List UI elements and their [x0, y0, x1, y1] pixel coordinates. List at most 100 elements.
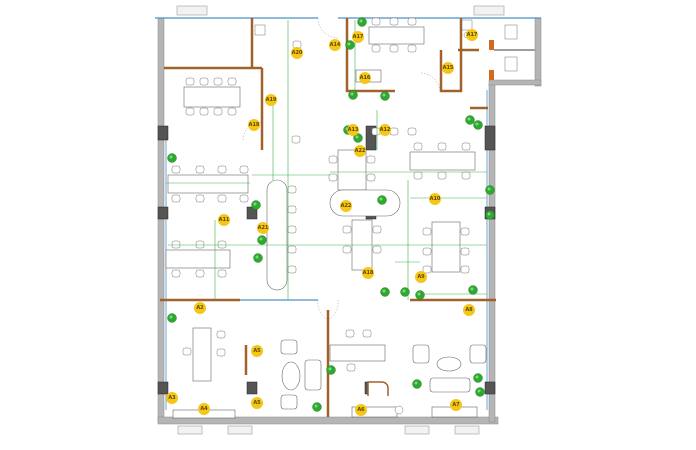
tag-marker — [291, 47, 303, 59]
tag-label: A10 — [430, 196, 441, 202]
plant-icon — [326, 365, 336, 375]
tag-marker — [265, 94, 277, 106]
plant-icon — [475, 387, 485, 397]
chair — [461, 171, 471, 180]
plant-icon — [465, 115, 475, 125]
lounge-bench — [266, 179, 288, 291]
room-tag: A17 — [352, 31, 364, 43]
furniture — [165, 26, 487, 419]
chair — [217, 194, 227, 203]
tag-label: A3 — [168, 395, 176, 401]
room-tag: A5 — [251, 345, 263, 357]
chair — [389, 44, 399, 53]
chair — [461, 142, 471, 151]
chair — [182, 347, 192, 356]
room-tag: A22 — [340, 200, 352, 212]
room-tag: A16 — [359, 72, 371, 84]
meeting-table-west — [183, 86, 241, 108]
plant-icon — [253, 253, 263, 263]
tag-marker — [359, 72, 371, 84]
chair — [195, 194, 205, 203]
plant-icon — [353, 133, 363, 143]
room-tag: A9 — [415, 271, 427, 283]
room-tag: A22 — [354, 145, 366, 157]
room-tag: A15 — [442, 62, 454, 74]
chair — [287, 245, 297, 254]
west-wall — [157, 17, 165, 423]
tag-marker — [257, 222, 269, 234]
chair — [287, 205, 297, 214]
tag-marker — [218, 214, 230, 226]
chair — [413, 142, 423, 151]
coffee-table-2 — [436, 356, 462, 372]
room-tag: A17 — [466, 29, 478, 41]
chair — [195, 269, 205, 278]
workstation-2 — [165, 249, 231, 269]
chair — [422, 247, 432, 256]
chair — [195, 165, 205, 174]
workstation-6 — [431, 221, 461, 273]
tag-marker — [329, 39, 341, 51]
tag-marker — [194, 302, 206, 314]
plant-icon — [167, 313, 177, 323]
tag-label: A20 — [292, 50, 303, 56]
tag-label: A22 — [355, 148, 366, 154]
tag-marker — [347, 124, 359, 136]
chair — [460, 227, 470, 236]
chair — [216, 330, 226, 339]
room-tag: A19 — [265, 94, 277, 106]
chair — [171, 240, 181, 249]
room-tag: A21 — [257, 222, 269, 234]
chair — [372, 245, 382, 254]
room-tag: A20 — [291, 47, 303, 59]
plant-icon — [167, 153, 177, 163]
chair — [185, 107, 195, 116]
tag-marker — [248, 119, 260, 131]
chair — [413, 171, 423, 180]
chair — [346, 363, 356, 372]
tag-marker — [463, 304, 475, 316]
tag-marker — [166, 392, 178, 404]
chair — [171, 194, 181, 203]
chair — [292, 40, 302, 49]
tag-marker — [355, 404, 367, 416]
chair — [437, 171, 447, 180]
chair — [407, 17, 417, 26]
tag-label: A18 — [363, 270, 374, 276]
chairs — [171, 17, 471, 372]
chair — [216, 348, 226, 357]
chair — [213, 107, 223, 116]
room-tag: A12 — [379, 124, 391, 136]
room-tag: A3 — [166, 392, 178, 404]
chair — [345, 329, 355, 338]
room-tag: A5 — [251, 397, 263, 409]
chair — [389, 17, 399, 26]
chair — [407, 44, 417, 53]
chair — [362, 329, 372, 338]
chair — [389, 127, 399, 136]
tag-label: A7 — [452, 402, 460, 408]
tag-label: A8 — [465, 307, 473, 313]
tag-label: A14 — [330, 42, 341, 48]
chair — [328, 155, 338, 164]
chair — [422, 265, 432, 274]
room-tag: A8 — [463, 304, 475, 316]
chair — [185, 77, 195, 86]
tag-marker — [466, 29, 478, 41]
chair — [407, 127, 417, 136]
tag-label: A2 — [196, 305, 204, 311]
chair — [342, 225, 352, 234]
tag-label: A5 — [253, 400, 261, 406]
plant-icon — [312, 402, 322, 412]
chair — [227, 77, 237, 86]
plant-icon — [485, 185, 495, 195]
chair — [195, 240, 205, 249]
room-tag: A14 — [329, 39, 341, 51]
plants — [167, 17, 495, 412]
chair — [371, 17, 381, 26]
chair — [366, 173, 376, 182]
chair — [171, 269, 181, 278]
plant-icon — [377, 195, 387, 205]
plant-icon — [380, 91, 390, 101]
